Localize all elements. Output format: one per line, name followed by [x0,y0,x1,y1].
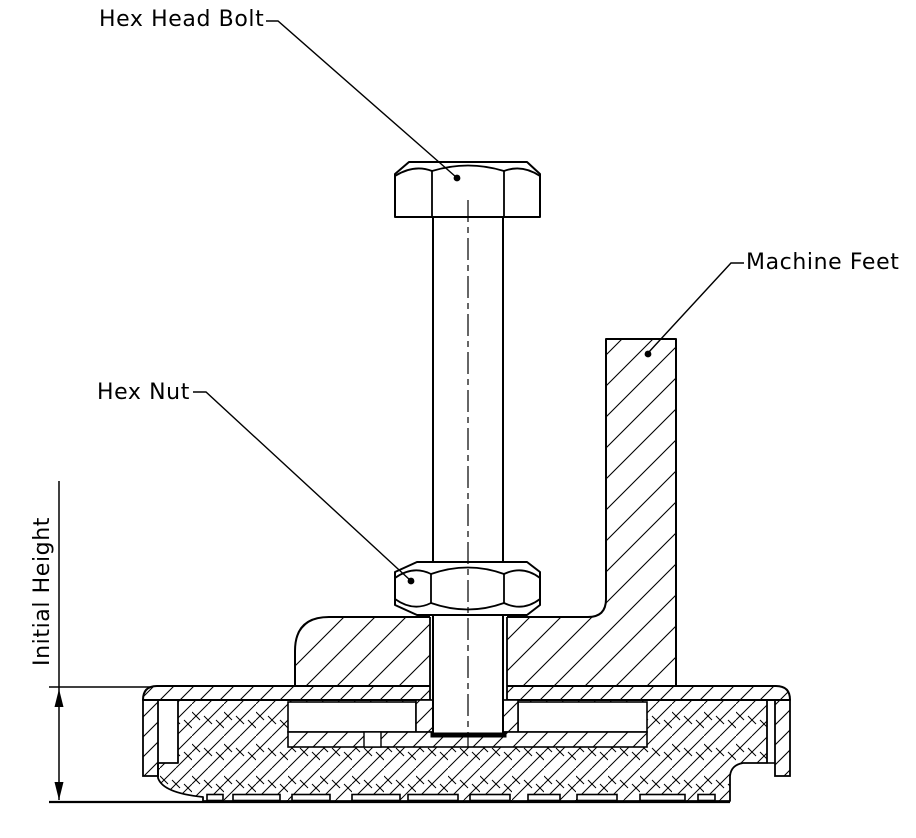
cap-left-wall [142,699,159,777]
cap-right-wall [774,699,791,777]
leader-hex-nut [193,391,411,581]
leader-hex-head-bolt [266,20,457,178]
slot-right [517,701,648,733]
leader-machine-feet [647,262,744,354]
leader-dot-machine-feet [644,350,652,358]
initial-height-dimension [49,481,730,804]
label-initial-height: Initial Height [30,517,55,666]
machine-foot-section [294,338,677,687]
leader-dot-hex-head-bolt [453,174,461,182]
label-hex-nut: Hex Nut [97,380,190,405]
internal-slot-cavity [287,699,648,733]
washer-plate-key [363,731,382,748]
dimension-arrow-up [54,689,64,707]
dimension-arrow-down [54,782,64,800]
label-machine-feet: Machine Feet [746,250,900,275]
slot-left [287,701,417,733]
hex-bolt-head [394,161,541,218]
center-boss-left [415,699,435,733]
center-boss-right [502,699,519,733]
leader-lines [193,20,744,585]
leader-dot-hex-nut [407,577,415,585]
label-hex-head-bolt: Hex Head Bolt [99,7,265,32]
base-bottom-grooves [206,793,716,802]
